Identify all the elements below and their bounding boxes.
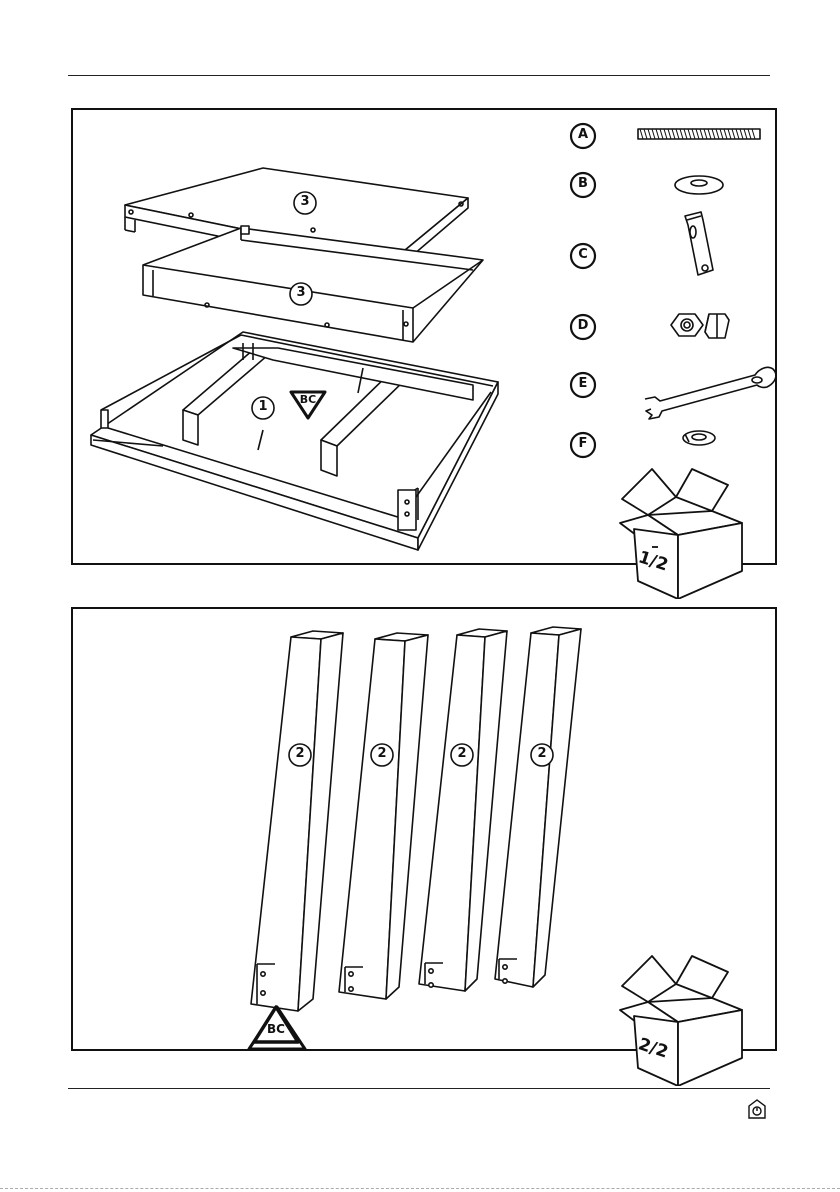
part-3-label: 3 bbox=[297, 194, 313, 209]
leg-4-label: 2 bbox=[534, 746, 550, 761]
hardware-letter-f: F bbox=[575, 436, 591, 451]
hex-nut-icon bbox=[671, 314, 729, 338]
washer-icon bbox=[675, 176, 723, 194]
part-3-frame-label: 3 bbox=[293, 285, 309, 300]
hardware-letter-d: D bbox=[575, 318, 591, 333]
footer-rule bbox=[68, 1088, 770, 1089]
hardware-letter-b: B bbox=[575, 176, 591, 191]
part-1-label: 1 bbox=[255, 399, 271, 414]
frame-part bbox=[143, 226, 483, 342]
leg-3 bbox=[419, 629, 507, 991]
threaded-rod-icon bbox=[638, 129, 760, 139]
box-2-of-2-icon bbox=[612, 950, 760, 1086]
box-1-of-2-icon bbox=[612, 463, 760, 599]
leg-2 bbox=[339, 633, 428, 999]
leg-1-label: 2 bbox=[292, 746, 308, 761]
leg-2-label: 2 bbox=[374, 746, 390, 761]
page-edge bbox=[0, 1188, 840, 1189]
brand-logo-icon bbox=[746, 1098, 768, 1120]
leg-4 bbox=[495, 627, 581, 987]
wrench-icon bbox=[645, 367, 775, 419]
bc-label-2: BC bbox=[262, 1022, 290, 1036]
barrel-nut-icon bbox=[685, 212, 713, 275]
header-rule bbox=[68, 75, 770, 76]
base-part bbox=[91, 332, 498, 550]
leg-1 bbox=[251, 631, 343, 1011]
hardware-letter-e: E bbox=[575, 376, 591, 391]
bc-label: BC bbox=[296, 393, 320, 406]
spring-washer-icon bbox=[683, 431, 715, 445]
hardware-letter-c: C bbox=[575, 247, 591, 262]
hardware-letter-a: A bbox=[575, 127, 591, 142]
leg-3-label: 2 bbox=[454, 746, 470, 761]
